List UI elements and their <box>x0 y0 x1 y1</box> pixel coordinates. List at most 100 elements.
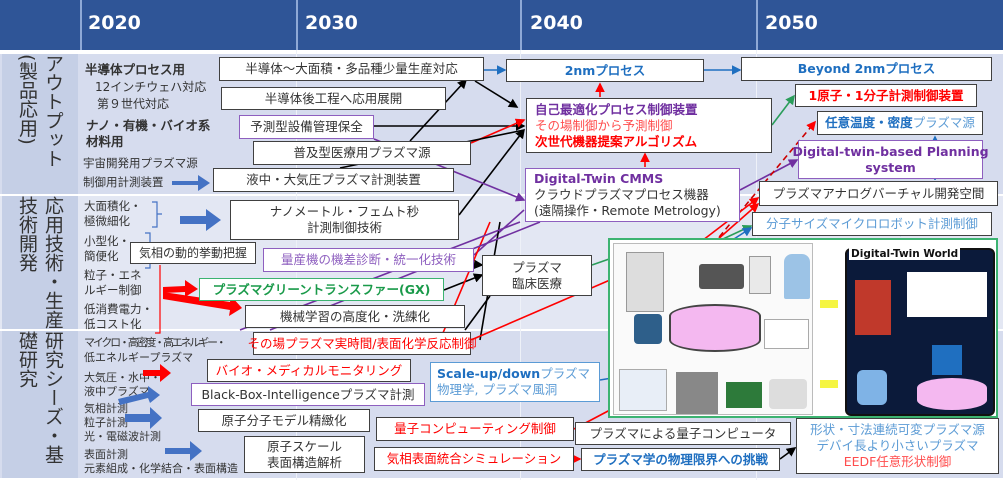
left-text: 低コスト化 <box>84 317 142 331</box>
box-text: デバイ長より小さいプラズマ <box>816 438 979 453</box>
box-text: 1原子・1分子計測制御装置 <box>808 87 964 103</box>
box-machine-difference-diagnosis: 量産機の機差診断・統一化技術 <box>263 248 474 272</box>
left-text: 宇宙開発用プラズマ源 <box>83 156 198 170</box>
box-back-end-process: 半導体後工程へ応用展開 <box>221 87 446 110</box>
box-text: プラズマ源 <box>912 115 975 130</box>
digital-twin-world-panel: Digital-Twin World <box>845 248 995 416</box>
box-text: 2nmプロセス <box>564 62 646 78</box>
left-text: 大面積化・ <box>84 199 142 213</box>
box-text: Scale-up/down <box>437 366 541 381</box>
box-text: プラズマ <box>540 366 590 381</box>
left-text: 極微細化 <box>84 214 130 228</box>
box-text: (遠隔操作・Remote Metrology) <box>534 203 721 218</box>
row-label-research: 研究シーズ・基礎研究 <box>2 331 78 478</box>
left-text: 液中プラズマ <box>84 385 150 398</box>
divider <box>80 0 82 50</box>
people-image <box>907 272 987 317</box>
spectrum-image <box>764 319 809 349</box>
left-text: 簡便化 <box>84 249 119 263</box>
left-text: ナノ・有機・バイオ系 <box>86 118 211 133</box>
box-text: 半導体〜大面積・多品種少量生産対応 <box>245 61 458 76</box>
block-arrow <box>180 209 221 231</box>
box-text: 原子スケール <box>266 438 342 454</box>
box-gas-surface-simulation: 気相表面統合シミュレーション <box>374 447 574 471</box>
box-black-box-intelligence: Black-Box-Intelligenceプラズマ計測 <box>191 383 425 406</box>
box-text: EEDF任意形状制御 <box>843 454 952 469</box>
arrow <box>458 128 525 216</box>
left-text: 低消費電力・ <box>84 302 153 316</box>
box-text: プラズマによる量子コンピュータ <box>589 425 777 441</box>
box-micro-robot: 分子サイズマイクロロボット計測制御 <box>752 212 992 236</box>
server-rack-image <box>855 280 891 335</box>
box-text: 次世代機器提案アルゴリズム <box>535 133 698 149</box>
left-text: 材料用 <box>86 134 124 149</box>
box-text: 形状・寸法連続可変プラズマ源 <box>810 422 985 437</box>
block-arrow <box>118 386 160 405</box>
box-text: 物理学, プラズマ風洞 <box>437 382 558 397</box>
left-text: ルギー制御 <box>84 283 142 297</box>
box-medical-plasma-source: 普及型医療用プラズマ源 <box>253 141 471 165</box>
year-2050: 2050 <box>765 12 818 34</box>
box-text: バイオ・メディカルモニタリング <box>215 362 403 378</box>
box-realtime-reaction-control: その場プラズマ実時間/表面化学反応制御 <box>248 332 476 355</box>
divider <box>756 0 758 50</box>
left-text: 表面計測 <box>84 448 128 461</box>
timeline-header: 2020 2030 2040 2050 <box>0 0 1003 50</box>
box-text: 半導体後工程へ応用展開 <box>264 90 403 106</box>
box-text: 量産機の機差診断・統一化技術 <box>280 252 456 267</box>
box-text: Digital-Twin CMMS <box>534 171 664 186</box>
row-label-applied: 応用技術・生産技術開発 <box>2 196 78 329</box>
box-2nm-process: 2nmプロセス <box>506 59 704 82</box>
box-virtual-dev-space: プラズマアナログバーチャル開発空間 <box>759 181 998 206</box>
server-image <box>676 372 718 414</box>
left-text: 低エネルギープラズマ <box>84 351 194 364</box>
box-text: プラズマアナログバーチャル開発空間 <box>772 185 985 201</box>
box-text: 予測型設備管理保全 <box>250 119 363 134</box>
left-text: マイクロ・高密度・高エネルギー・ <box>84 336 227 349</box>
box-text: 気相表面統合シミュレーション <box>386 451 562 466</box>
block-arrow <box>163 292 242 316</box>
box-large-area-production: 半導体〜大面積・多品種少量生産対応 <box>219 57 484 81</box>
box-text: ナノメートル・フェムト秒 <box>269 204 420 219</box>
circuit-board-image <box>726 382 762 408</box>
plasma-chamber-image <box>669 304 761 352</box>
box-text: 自己最適化プロセス制御装置 <box>535 101 698 117</box>
divider <box>520 0 522 50</box>
box-gas-phase-dynamics: 気相の動的挙動把握 <box>130 242 256 264</box>
left-text: 気相計測 <box>84 402 128 415</box>
left-text: 12インチウェハ対応 <box>95 80 207 94</box>
box-text: 臨床医療 <box>511 275 562 291</box>
box-atomic-surface-analysis: 原子スケール表面構造解析 <box>244 436 365 473</box>
digital-twin-illustration: Digital-Twin World <box>608 238 998 418</box>
row-label-text: アウトプット(製品応用) <box>16 54 64 168</box>
robot-image <box>857 370 887 405</box>
engineer-image <box>769 379 807 409</box>
arrow <box>739 159 799 191</box>
box-single-atom-control: 1原子・1分子計測制御装置 <box>795 84 977 107</box>
left-text: 光・電磁波計測 <box>84 430 161 443</box>
box-text: 気相の動的挙動把握 <box>138 246 247 260</box>
computer-image <box>699 264 744 289</box>
box-text: 計測制御技術 <box>306 220 382 235</box>
box-text: Black-Box-Intelligenceプラズマ計測 <box>201 386 415 402</box>
block-arrow <box>125 407 162 429</box>
left-text: 粒子計測 <box>84 416 128 429</box>
box-text: 任意温度・密度 <box>825 115 913 130</box>
box-text: 機械学習の高度化・洗練化 <box>279 308 430 324</box>
box-text: 分子サイズマイクロロボット計測制御 <box>766 216 978 231</box>
box-text: プラズマ学の物理限界への挑戦 <box>593 451 768 467</box>
row-label-text: 応用技術・生産技術開発 <box>16 196 64 329</box>
yellow-arrow <box>820 380 838 388</box>
left-text: 小型化・ <box>84 234 130 248</box>
box-arbitrary-temperature-source: 任意温度・密度プラズマ源 <box>817 111 983 135</box>
meeting-image <box>619 369 667 411</box>
box-variable-plasma-source: 形状・寸法連続可変プラズマ源 デバイ長より小さいプラズマ EEDF任意形状制御 <box>796 418 999 474</box>
plasma-chamber-image <box>917 378 987 410</box>
box-bio-medical-monitoring: バイオ・メディカルモニタリング <box>207 359 411 382</box>
instrument-image <box>634 314 662 344</box>
arrow <box>771 94 795 126</box>
digital-twin-world-label: Digital-Twin World <box>849 248 961 260</box>
block-arrow <box>172 175 210 191</box>
